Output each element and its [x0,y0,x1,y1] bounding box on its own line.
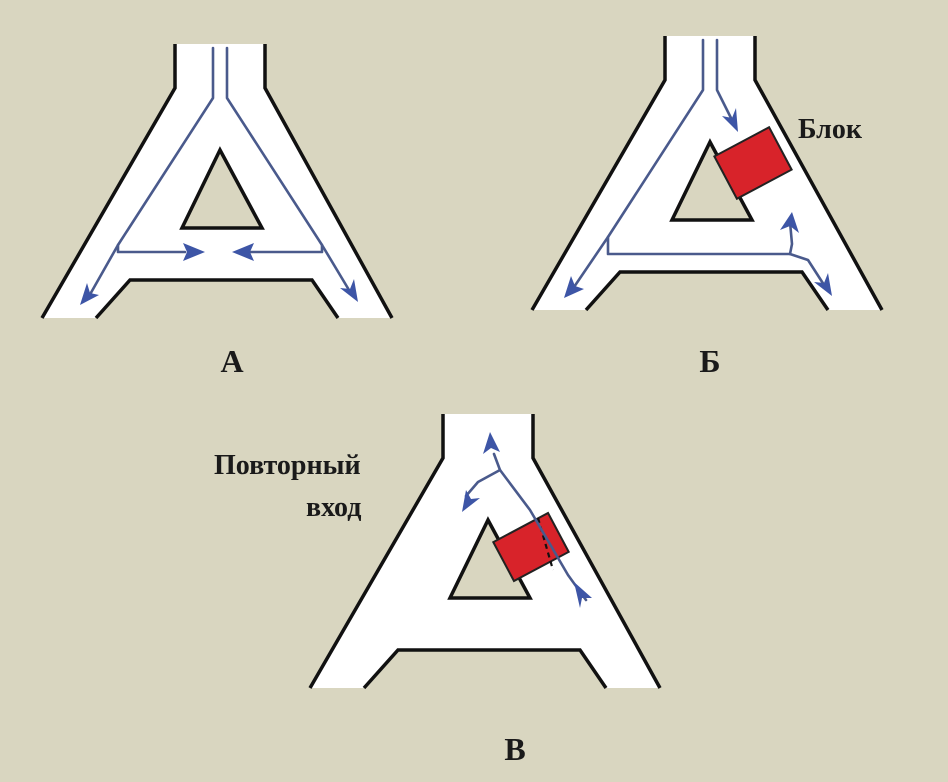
conduit-a [40,44,394,320]
conduit-v [308,414,662,690]
panel-v: В [308,414,662,767]
impulse-paths-a [86,46,354,300]
panel-a: А [40,44,394,379]
panel-b-label: Б [699,343,720,379]
arrow-icon [232,243,254,261]
arrow-icon [574,582,592,608]
arrow-icon [462,490,480,512]
impulse-paths-b [570,38,828,292]
arrow-icon [814,273,832,296]
impulse-paths-v [464,452,588,602]
arrow-icon [483,432,500,454]
arrow-icon [80,283,99,305]
reentry-label-line2: вход [306,492,361,523]
arrow-icon [564,276,584,298]
panel-b: Б [530,36,884,379]
conduction-block [491,511,571,583]
arrow-icon [780,212,799,233]
arrow-icon [183,243,205,261]
panel-a-label: А [220,343,243,379]
arrow-icon [340,279,358,302]
panel-v-label: В [504,731,525,767]
conduction-block [713,125,793,201]
block-label: Блок [798,114,863,145]
reentry-label-line1: Повторный [214,450,361,481]
arrow-icon [722,108,738,132]
